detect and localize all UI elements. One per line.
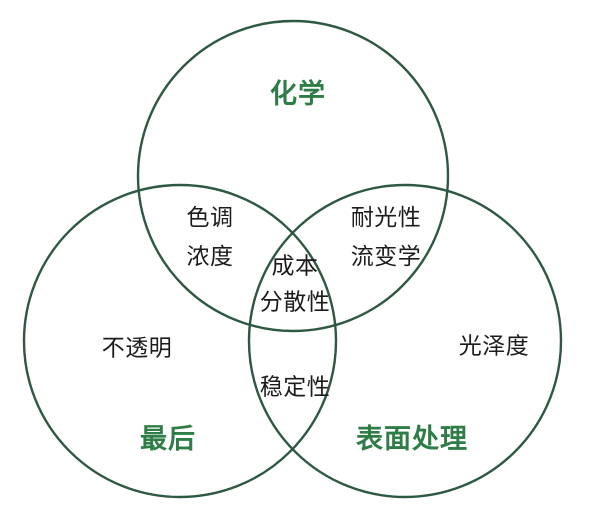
line-gap — [351, 232, 422, 244]
circle-finish — [22, 183, 338, 499]
region-item: 光泽度 — [458, 333, 530, 360]
line-gap — [260, 281, 331, 290]
region-item: 耐光性 — [350, 204, 422, 231]
circle-chemistry — [136, 19, 450, 333]
region-item: 色调 — [186, 204, 234, 231]
region-center-all: 成本 分散性 — [260, 253, 331, 316]
set-title-surface-treatment: 表面处理 — [356, 424, 468, 456]
region-finish-surface-treatment: 稳定性 — [260, 374, 331, 401]
region-item: 不透明 — [101, 335, 173, 362]
region-chemistry-surface-treatment: 耐光性 流变学 — [351, 205, 422, 271]
region-item: 流变学 — [350, 244, 422, 270]
region-surface-treatment-only: 光泽度 — [459, 333, 530, 360]
region-finish-only: 不透明 — [102, 335, 173, 362]
region-item: 成本 — [271, 253, 319, 280]
region-item: 稳定性 — [259, 374, 331, 401]
region-item: 浓度 — [186, 244, 234, 270]
line-gap — [187, 232, 234, 244]
set-title-finish: 最后 — [140, 424, 196, 456]
set-title-chemistry: 化学 — [270, 79, 326, 111]
region-item: 分散性 — [259, 289, 331, 316]
circle-surface-treatment — [247, 183, 563, 499]
region-chemistry-finish: 色调 浓度 — [187, 205, 234, 271]
